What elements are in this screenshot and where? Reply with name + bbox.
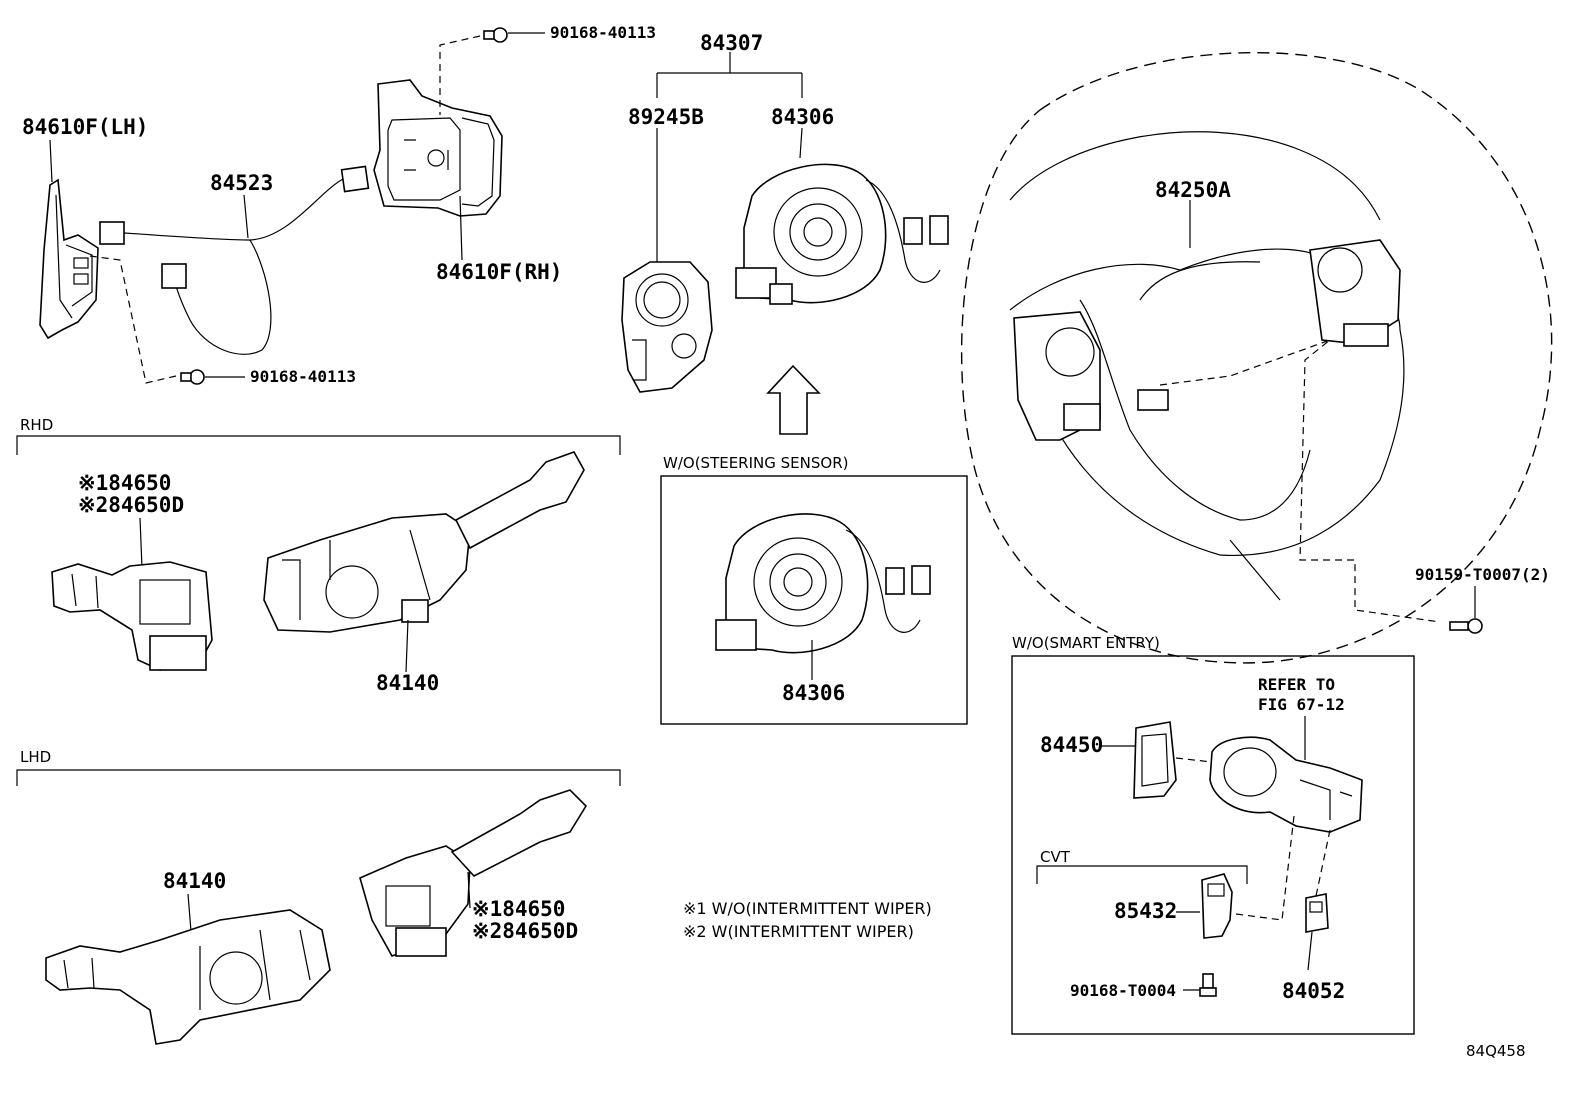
switch-lh-illustration xyxy=(39,178,99,340)
wo-smart-box xyxy=(1011,655,1415,1035)
spiral-cable-illustration xyxy=(735,163,949,305)
bolt-top-icon xyxy=(483,27,508,43)
lhd-label: LHD xyxy=(20,748,51,766)
spiral-cable-alt-illustration xyxy=(715,513,931,654)
rhd-switch-1-label: ※184650 xyxy=(78,471,171,495)
cvt-screw-icon xyxy=(1199,973,1217,997)
wire-harness-illustration xyxy=(99,165,370,355)
wo-steering-part-label: 84306 xyxy=(782,681,845,705)
switch-rh-illustration xyxy=(373,79,503,217)
figure-id: 84Q458 xyxy=(1466,1042,1526,1060)
cvt-part-label: 85432 xyxy=(1114,899,1177,923)
cvt-label: CVT xyxy=(1040,848,1071,866)
arrow-up-icon xyxy=(766,364,821,435)
lhd-switch-2-label: ※284650D xyxy=(472,919,578,943)
wire-label: 84523 xyxy=(210,171,273,195)
cvt-switch-illustration xyxy=(1201,873,1233,939)
switch-lh-label: 84610F(LH) xyxy=(22,115,148,139)
bolt-bottom-label: 90168-40113 xyxy=(250,367,356,386)
smart-switch-illustration xyxy=(1133,721,1177,799)
bolt-top-label: 90168-40113 xyxy=(550,23,656,42)
key-part-label: 84052 xyxy=(1282,979,1345,1003)
wheel-wire-label: 84250A xyxy=(1155,178,1231,202)
rhd-wiper-switch-illustration xyxy=(51,561,213,671)
lhd-combo-label: 84140 xyxy=(163,869,226,893)
screw-wheel-icon xyxy=(1449,618,1483,634)
rhd-combo-switch-illustration xyxy=(263,451,585,633)
ignition-switch-illustration xyxy=(1209,736,1363,833)
note-1: ※1 W/O(INTERMITTENT WIPER) xyxy=(683,899,932,918)
wo-steering-box xyxy=(660,475,968,725)
cvt-bracket xyxy=(1036,865,1248,884)
wo-smart-label: W/O(SMART ENTRY) xyxy=(1012,634,1160,652)
rhd-label: RHD xyxy=(20,416,53,434)
screw-wheel-label: 90159-T0007(2) xyxy=(1415,565,1550,584)
lhd-wiper-switch-illustration xyxy=(359,789,588,957)
bolt-bottom-icon xyxy=(180,369,205,385)
steering-wheel-illustration xyxy=(1009,239,1405,601)
wo-steering-label: W/O(STEERING SENSOR) xyxy=(663,454,848,472)
key-part-illustration xyxy=(1305,893,1329,933)
cvt-screw-label: 90168-T0004 xyxy=(1070,981,1176,1000)
spiral-assy-label: 84307 xyxy=(700,31,763,55)
note-2: ※2 W(INTERMITTENT WIPER) xyxy=(683,922,914,941)
lhd-switch-1-label: ※184650 xyxy=(472,897,565,921)
sensor-label: 89245B xyxy=(628,105,704,129)
lhd-combo-switch-illustration xyxy=(45,909,331,1045)
lhd-bracket xyxy=(16,769,621,786)
switch-rh-label: 84610F(RH) xyxy=(436,260,562,284)
rhd-bracket xyxy=(16,435,621,455)
refer-line-1: REFER TO xyxy=(1258,675,1335,694)
smart-switch-label: 84450 xyxy=(1040,733,1103,757)
rhd-switch-2-label: ※284650D xyxy=(78,493,184,517)
spiral-cable-label: 84306 xyxy=(771,105,834,129)
rhd-combo-label: 84140 xyxy=(376,671,439,695)
refer-line-2: FIG 67-12 xyxy=(1258,695,1345,714)
sensor-illustration xyxy=(621,261,713,393)
steering-wheel-outline xyxy=(960,52,1553,664)
